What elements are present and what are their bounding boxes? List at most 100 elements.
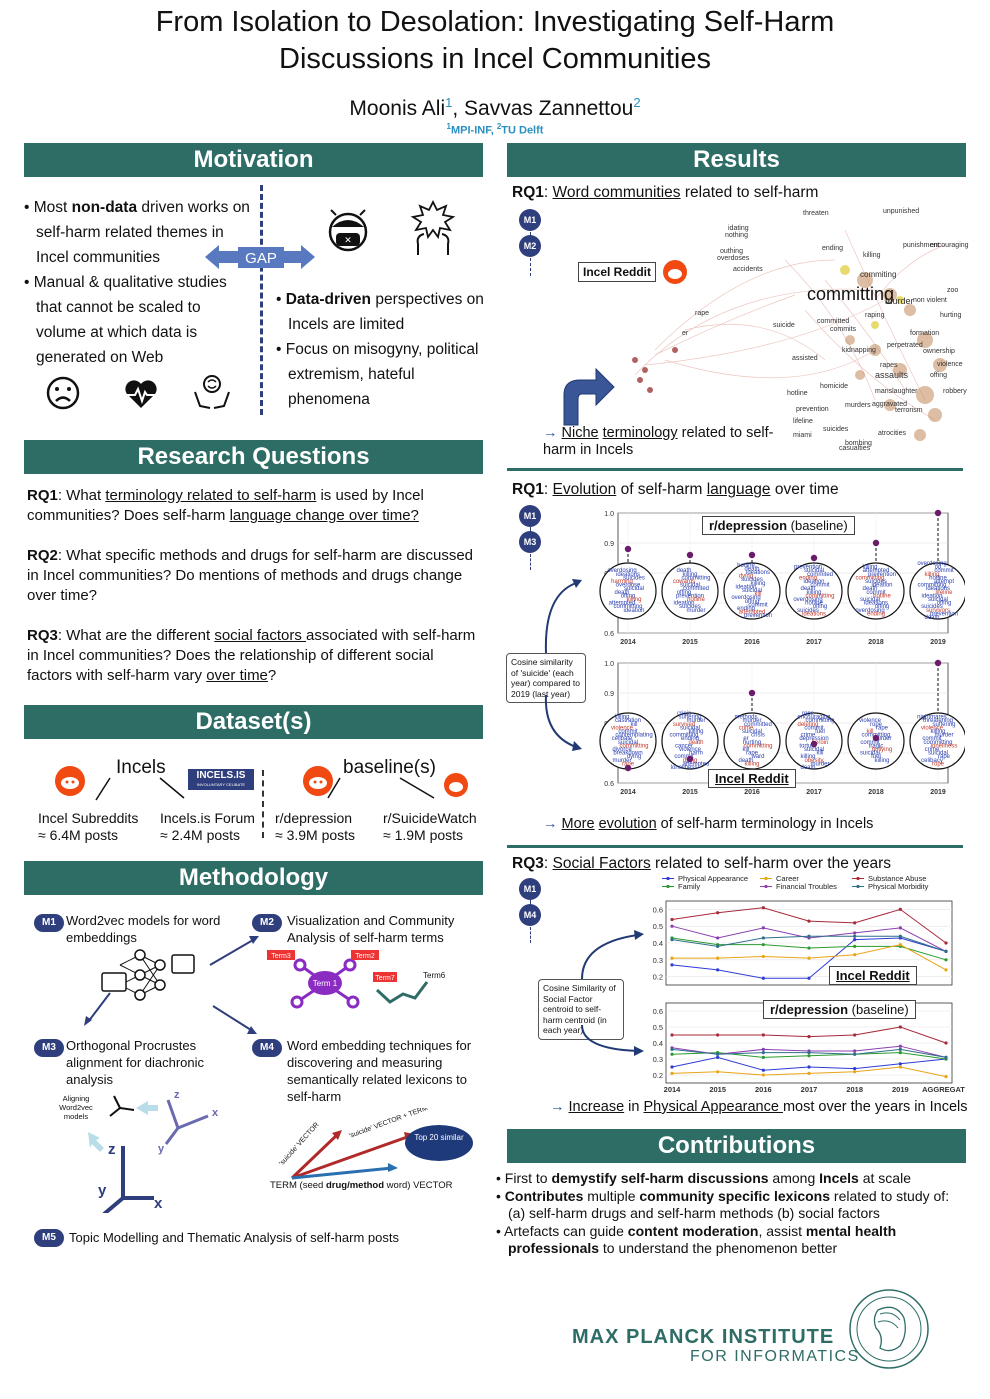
m3-text: Orthogonal Procrustes alignment for diac… xyxy=(66,1038,205,1087)
cluster-word: death xyxy=(862,586,877,592)
series-point xyxy=(853,938,857,942)
wc-word: committed xyxy=(817,318,850,325)
divider-2 xyxy=(507,845,963,848)
word-cluster-bubble xyxy=(723,562,781,620)
cluster-word: suicidal xyxy=(742,588,762,594)
series-point xyxy=(807,1071,811,1075)
cluster-word: cancer xyxy=(675,743,693,749)
wc-word: suicide xyxy=(773,322,795,329)
cluster-word: ideation xyxy=(673,601,694,607)
series-point xyxy=(716,968,720,972)
cluster-word: murder xyxy=(686,718,705,724)
cluster-word: suicidal xyxy=(860,597,880,603)
y-tick-label: 0.4 xyxy=(653,1039,663,1048)
y-tick-label: 0.2 xyxy=(653,973,663,982)
cluster-word: death xyxy=(924,615,939,621)
wc-word: er xyxy=(682,330,689,337)
rq1b-box-bottom: Incel Reddit xyxy=(708,769,796,788)
cluster-word: prevention xyxy=(744,613,772,619)
cluster-word: kill xyxy=(743,747,750,753)
affil-2: TU Delft xyxy=(501,124,544,137)
cluster-word: od xyxy=(935,565,942,571)
methodology-header: Methodology xyxy=(24,861,483,895)
wc-word: offing xyxy=(930,372,947,379)
cluster-word: castration xyxy=(615,718,641,724)
rq1b-badge-tail xyxy=(530,554,531,570)
cluster-word: fuel xyxy=(815,729,825,735)
series-point xyxy=(807,1065,811,1069)
aligning-label: Aligning Word2vec models xyxy=(59,1094,93,1121)
x-tick-label: 2014 xyxy=(664,1085,682,1094)
cluster-word: ideation xyxy=(921,593,942,599)
cluster-word: commit xyxy=(866,590,886,596)
cluster-word: loneliness xyxy=(931,743,958,749)
rq3-badge-m1: M1 xyxy=(519,878,541,900)
y-tick-label: 0.9 xyxy=(604,541,614,548)
cluster-word: committing xyxy=(923,740,952,746)
series-point xyxy=(761,926,765,930)
cluster-word: attempted xyxy=(609,601,636,607)
wc-word: murder xyxy=(885,296,914,306)
word-cluster-bubble xyxy=(599,562,657,620)
series-point xyxy=(761,906,765,910)
cluster-word: suffering xyxy=(679,715,702,721)
cluster-word: offing xyxy=(937,601,952,607)
cluster-word: ideation xyxy=(735,584,756,590)
cluster-word: survivors xyxy=(926,608,950,614)
cluster-word: kill xyxy=(817,751,824,757)
cluster-word: killing xyxy=(626,597,641,603)
cluster-word: suicidal xyxy=(928,597,948,603)
dataset-header: Dataset(s) xyxy=(24,705,483,739)
contributions-header: Contributions xyxy=(507,1129,966,1163)
author-1-sup: 1 xyxy=(445,95,453,110)
legend-label: Physical Appearance xyxy=(678,874,748,883)
cluster-word: attempted xyxy=(739,610,766,616)
incels-label: Incels xyxy=(116,757,166,778)
cluster-word: crime xyxy=(801,733,816,739)
brain-hands-icon xyxy=(194,375,230,409)
author-sep: , xyxy=(452,97,465,120)
cluster-word: offing xyxy=(813,604,828,610)
series-point xyxy=(716,1070,720,1074)
cluster-word: death xyxy=(688,740,703,746)
data-point xyxy=(810,740,818,748)
cluster-word: kill xyxy=(631,722,638,728)
svg-text:Term6: Term6 xyxy=(423,971,446,980)
cluster-word: crime xyxy=(739,725,754,731)
cluster-word: torture xyxy=(799,743,817,749)
m1-badge: M1 xyxy=(34,914,64,932)
rq1b-box-top: r/depression (baseline) xyxy=(702,516,855,535)
series-point xyxy=(670,917,674,922)
y-tick-label: 0.6 xyxy=(653,1007,663,1016)
cluster-word: rope xyxy=(870,722,883,728)
community-graph-icon: Term 1 Term3 Term2 Term7 Term6 xyxy=(267,950,446,1009)
cluster-word: contemplating xyxy=(615,733,652,739)
cluster-word: suicidal xyxy=(624,586,644,592)
series-point xyxy=(761,1047,765,1051)
series-point xyxy=(761,1068,765,1072)
cluster-word: celibacy xyxy=(921,758,943,764)
sad-face-icon xyxy=(46,376,80,410)
svg-text:x: x xyxy=(212,1107,219,1119)
rq3-badge-tail xyxy=(530,927,531,943)
cluster-word: killing xyxy=(614,715,629,721)
cluster-word: death xyxy=(676,568,691,574)
cluster-word: attempted xyxy=(863,568,890,574)
cluster-word: methods xyxy=(734,715,757,721)
x-tick-label: 2019 xyxy=(930,789,946,796)
cluster-word: committing xyxy=(613,604,642,610)
cluster-word: commited xyxy=(683,586,709,592)
cluster-word: rope xyxy=(932,761,945,767)
y-tick-label: 0.6 xyxy=(604,631,614,638)
svg-text:✕: ✕ xyxy=(344,235,352,245)
cluster-word: rope xyxy=(802,711,815,717)
divider-1 xyxy=(507,468,963,471)
data-point xyxy=(748,551,756,559)
cluster-word: rape xyxy=(622,761,635,767)
cluster-word: suicidal xyxy=(804,747,824,753)
wc-big-word: committing xyxy=(807,284,895,304)
cluster-word: overdosing xyxy=(855,608,884,614)
rq1b-badge-m1: M1 xyxy=(519,505,541,527)
cluster-word: dying xyxy=(739,574,753,580)
cluster-word: suicides xyxy=(623,575,645,581)
